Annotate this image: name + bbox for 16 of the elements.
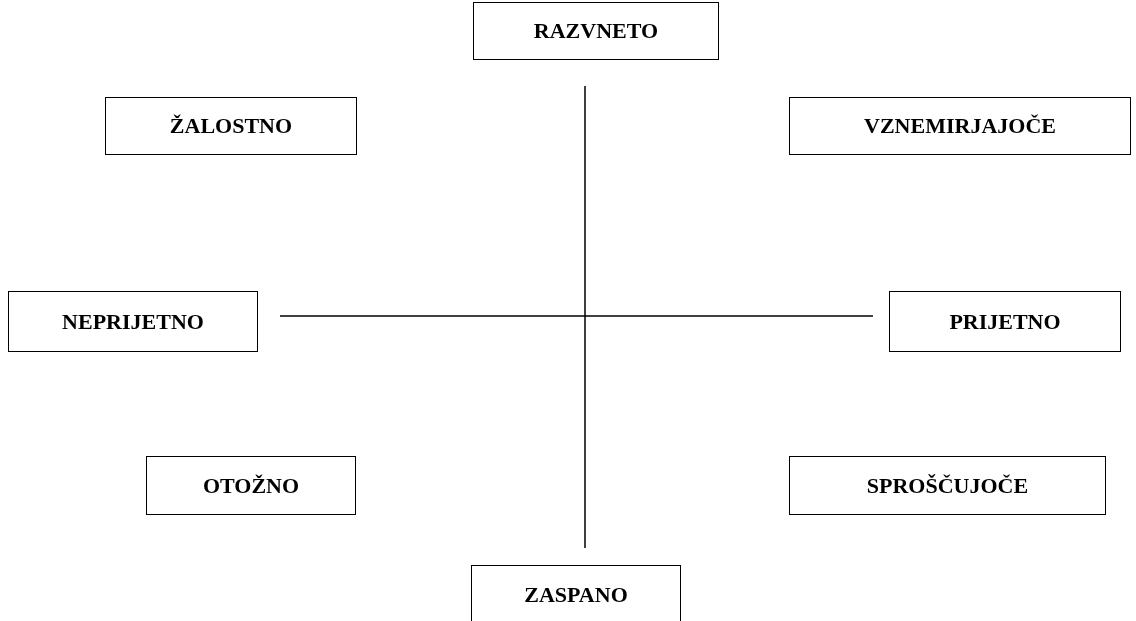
label-box (105, 97, 357, 155)
box-label: SPROŠČUJOČE (866, 472, 1029, 499)
box-label: PRIJETNO (949, 308, 1061, 335)
label-box (789, 456, 1106, 515)
box-label: ZASPANO (524, 582, 628, 608)
box-label: OTOŽNO (202, 472, 300, 499)
box-label: NEPRIJETNO (62, 308, 204, 335)
label-box (789, 97, 1131, 155)
label-box (473, 2, 719, 60)
label-box (8, 291, 258, 352)
label-box (471, 565, 681, 621)
label-box (889, 291, 1121, 352)
box-label: RAZVNETO (533, 18, 659, 44)
label-box (146, 456, 356, 515)
box-label: ŽALOSTNO (169, 113, 293, 139)
box-label: VZNEMIRJAJOČE (864, 113, 1056, 139)
